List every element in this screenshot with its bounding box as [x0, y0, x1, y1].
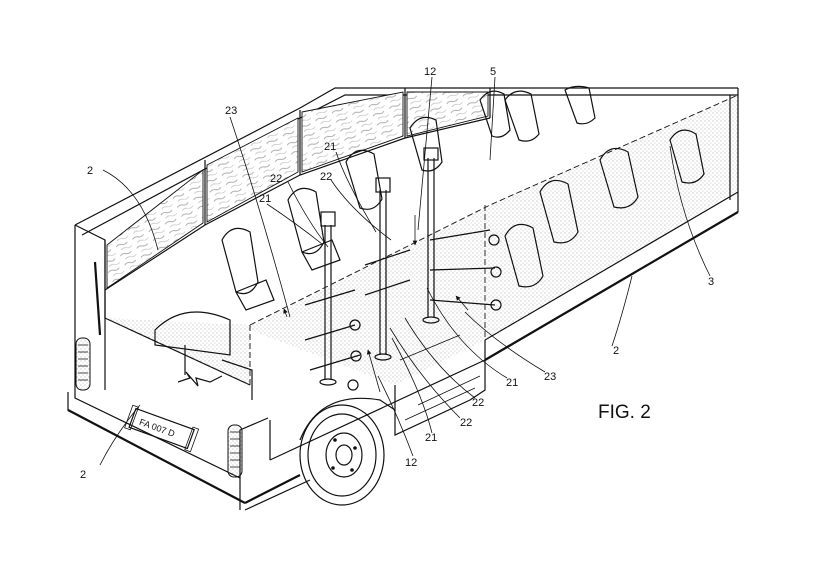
- floor-surface: [105, 94, 739, 385]
- ref-21-right: 21: [506, 377, 518, 389]
- rear-wheel: [299, 397, 396, 506]
- ref-22-b: 22: [320, 171, 332, 183]
- figure-caption: FIG. 2: [598, 402, 651, 423]
- handrail-poles: [304, 147, 502, 391]
- door-step-well: [394, 334, 486, 436]
- tail-lights: [75, 337, 243, 478]
- ref-22-c: 22: [472, 397, 484, 409]
- ref-2-left-wall: 2: [87, 165, 93, 177]
- break-line: [177, 371, 223, 387]
- ref-22-d: 22: [460, 417, 472, 429]
- ref-23-right: 23: [544, 371, 556, 383]
- ref-12-top: 12: [424, 66, 436, 78]
- ref-21-left: 21: [259, 193, 271, 205]
- reference-numerals: 2 2 2 3 5 12 12 21 21 21 21 22 22 22 22 …: [80, 66, 714, 481]
- ref-5-seat: 5: [490, 66, 496, 78]
- leader-lines: [99, 76, 711, 466]
- ref-2-side: 2: [613, 345, 619, 357]
- ref-23-top: 23: [225, 105, 237, 117]
- ref-3-floor: 3: [708, 276, 714, 288]
- flow-arrows: [283, 215, 469, 393]
- passenger-seats: [154, 85, 705, 400]
- ref-21-top: 21: [324, 141, 336, 153]
- side-windows: [106, 91, 489, 289]
- license-plate-text: FA 007 D: [138, 417, 177, 439]
- ref-2-rear: 2: [80, 469, 86, 481]
- ref-21-bottom: 21: [425, 432, 437, 444]
- ref-22-a: 22: [270, 173, 282, 185]
- ref-12-bottom: 12: [405, 457, 417, 469]
